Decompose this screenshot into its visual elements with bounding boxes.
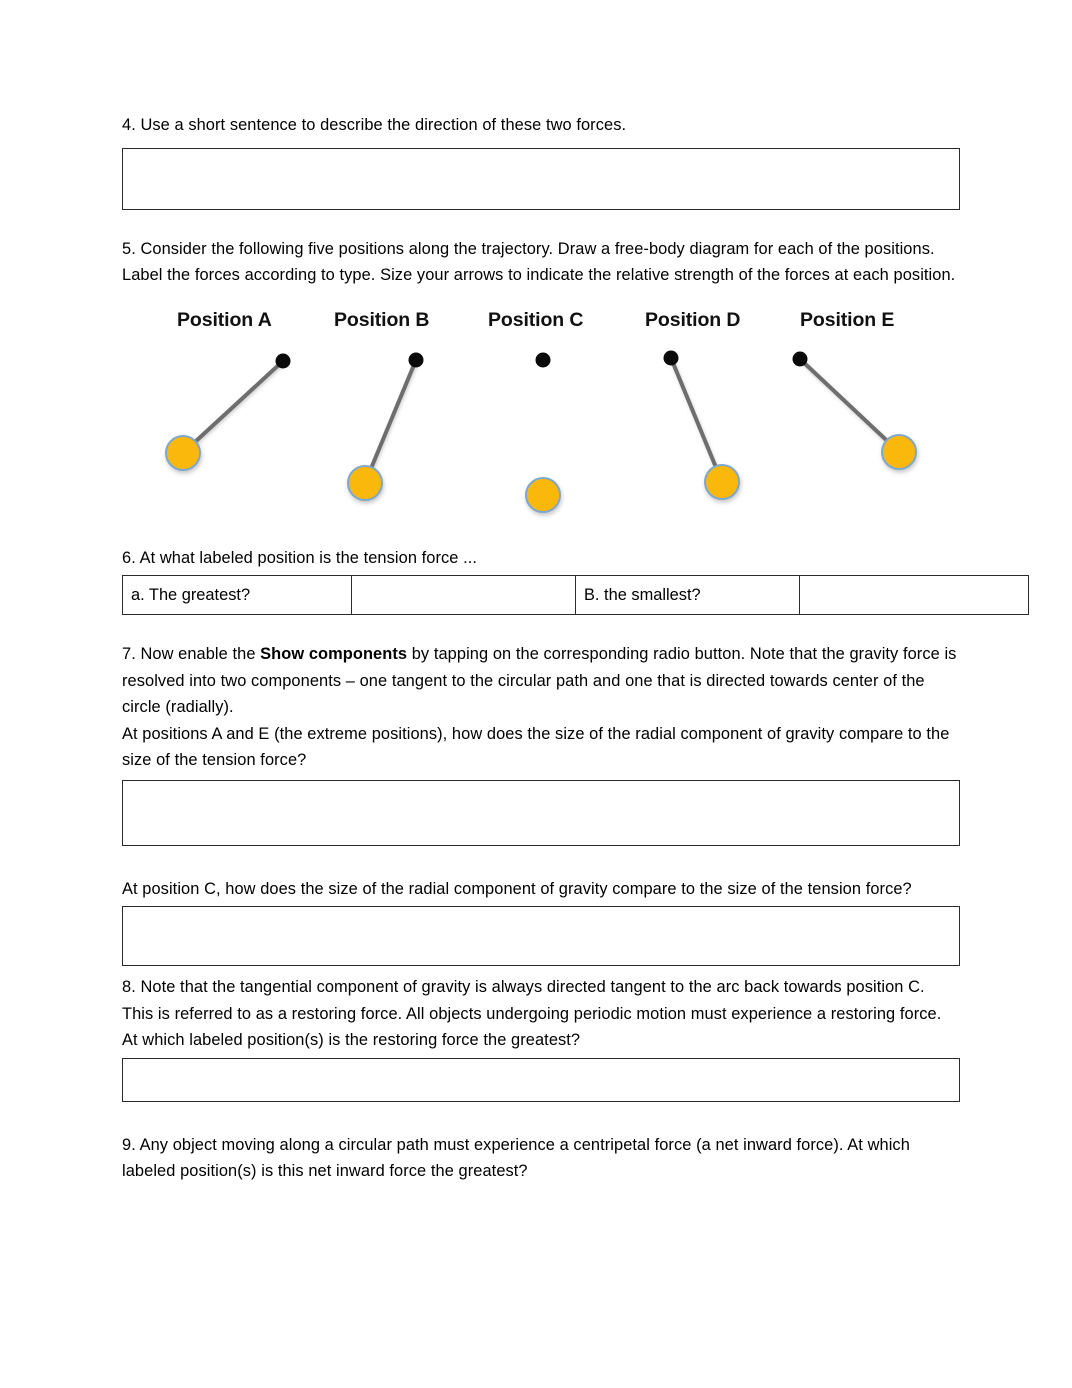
pendulum-bob-C — [525, 476, 561, 513]
question-5-text: 5. Consider the following five positions… — [122, 239, 956, 285]
spacer — [122, 289, 960, 307]
question-8-answer-box[interactable] — [122, 1057, 960, 1102]
question-7-text-part3: At positions A and E (the extreme positi… — [122, 724, 950, 770]
question-7-text-part2: by tapping on the corresponding radio bu… — [122, 645, 957, 716]
question-7-followup-answer-box[interactable] — [122, 906, 960, 966]
spacer — [122, 1102, 960, 1132]
cell-b-smallest-label: B. the smallest? — [575, 575, 800, 615]
question-7-text: 7. Now enable the Show components by tap… — [122, 641, 960, 721]
pendulum-string-A — [181, 358, 285, 455]
question-9-text: 9. Any object moving along a circular pa… — [122, 1135, 910, 1181]
pendulum-positions-diagram: Position A Position B Position C Positio… — [122, 307, 960, 545]
question-4-text: 4. Use a short sentence to describe the … — [122, 116, 627, 134]
question-6-text: 6. At what labeled position is the tensi… — [122, 548, 478, 567]
pendulum-A — [165, 353, 291, 471]
cell-a-greatest-label: a. The greatest? — [122, 575, 352, 615]
show-components-bold-label: Show components — [260, 645, 408, 663]
pendulum-E — [792, 351, 917, 470]
pendulum-bob-A — [165, 434, 201, 471]
spacer — [122, 210, 960, 236]
pendulum-pivot-E — [792, 351, 808, 366]
question-4-answer-box[interactable] — [122, 147, 960, 210]
position-label-c: Position C — [488, 308, 584, 331]
pendulum-pivot-D — [663, 350, 679, 365]
pendulum-pivot-A — [275, 353, 291, 368]
pendulum-bob-E — [881, 433, 917, 470]
position-label-d: Position D — [645, 308, 741, 331]
spacer — [122, 139, 960, 148]
cell-b-smallest-answer[interactable] — [799, 575, 1029, 615]
question-7-answer-box[interactable] — [122, 779, 960, 846]
question-8-text: 8. Note that the tangential component of… — [122, 978, 942, 1049]
position-label-a: Position A — [177, 308, 272, 331]
pendulum-B — [347, 352, 424, 501]
table-row: a. The greatest? B. the smallest? — [122, 575, 1029, 615]
spacer — [122, 615, 960, 641]
pendulum-bob-D — [704, 463, 740, 500]
pendulum-svg-canvas — [165, 350, 917, 513]
pendulum-string-D — [669, 355, 724, 484]
question-6-table: a. The greatest? B. the smallest? — [122, 575, 1029, 615]
pendulum-pivot-C — [535, 352, 551, 367]
pendulum-D — [663, 350, 740, 500]
position-label-e: Position E — [800, 308, 895, 331]
pendulum-bob-B — [347, 464, 383, 501]
position-label-b: Position B — [334, 308, 430, 331]
pendulum-string-E — [798, 356, 901, 454]
pendulum-pivot-B — [408, 352, 424, 367]
question-7-followup-text: At position C, how does the size of the … — [122, 879, 912, 898]
pendulum-C — [525, 352, 561, 513]
page-content: 4. Use a short sentence to describe the … — [122, 112, 1029, 1185]
spacer — [122, 846, 960, 876]
pendulum-string-B — [363, 357, 418, 485]
spacer — [122, 966, 960, 974]
cell-a-greatest-answer[interactable] — [351, 575, 576, 615]
question-7-text-part1: 7. Now enable the — [122, 645, 261, 663]
